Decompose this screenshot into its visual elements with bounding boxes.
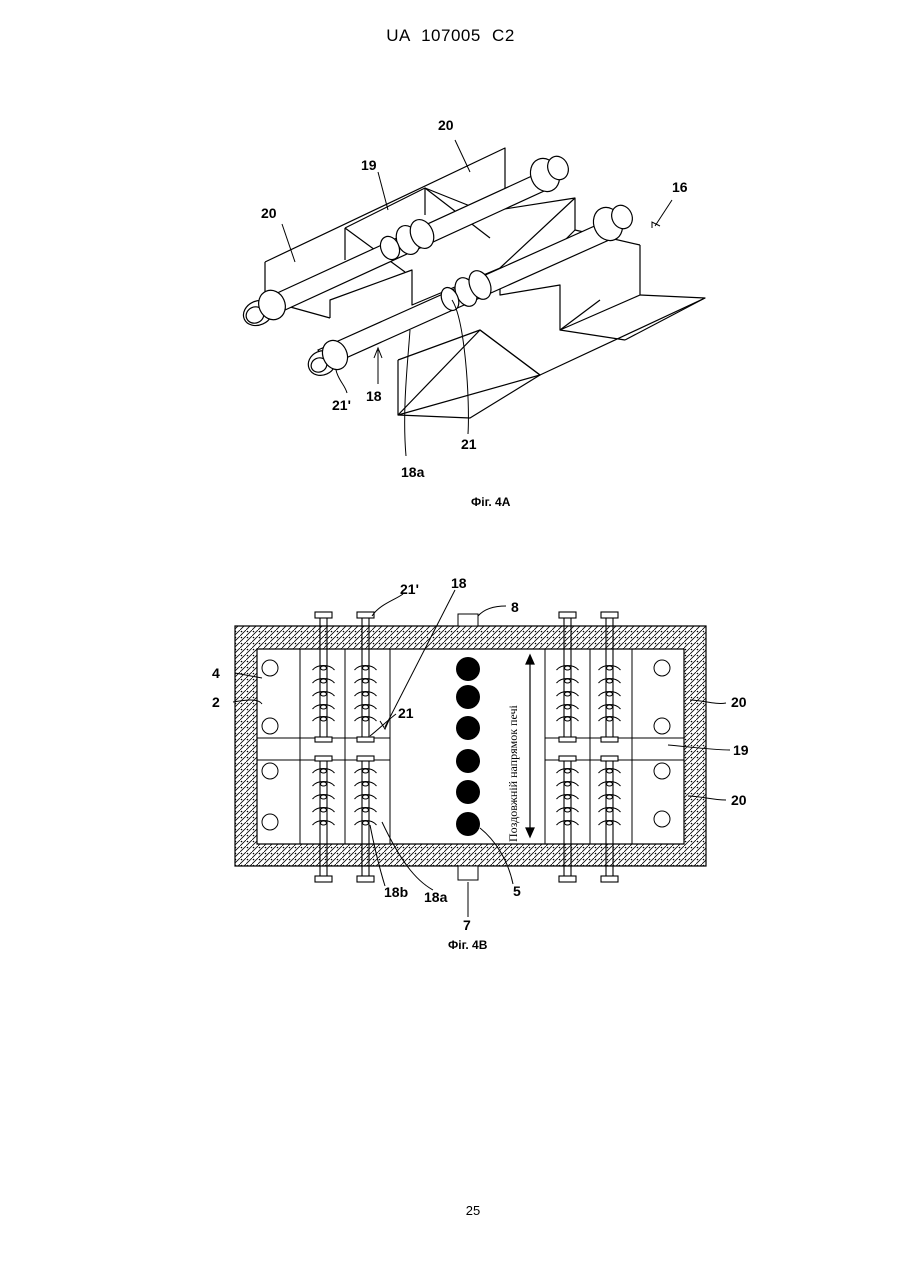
tube-fin-hub [321, 808, 327, 812]
tube-fin-hub [565, 795, 571, 799]
tube-fin-hub [607, 679, 613, 683]
tube-fin-hub [363, 692, 369, 696]
longitudinal-direction-text: Поздовжній напрямок печі [506, 704, 520, 842]
tube-fin-hub [607, 782, 613, 786]
label-21: 21 [398, 705, 414, 721]
label-7: 7 [463, 917, 471, 933]
tube-fin-hub [607, 795, 613, 799]
tube-fin-hub [321, 717, 327, 721]
heated-objects-5 [456, 657, 480, 836]
label-18: 18 [451, 575, 467, 591]
tube-fin-hub [363, 705, 369, 709]
tube-fin-hub [607, 769, 613, 773]
tube-fin-hub [321, 705, 327, 709]
tube-fin-hub [565, 692, 571, 696]
tube-fin-hub [321, 769, 327, 773]
label-20-upper: 20 [731, 694, 747, 710]
figure-4b-caption: Фіг. 4В [448, 938, 488, 952]
tube-fin-hub [565, 666, 571, 670]
tube-fin-hub [607, 808, 613, 812]
tube-fin-hub [321, 679, 327, 683]
page-number: 25 [0, 1203, 901, 1218]
label-8: 8 [511, 599, 519, 615]
tube-fin-hub [363, 821, 369, 825]
tube-fin-hub [363, 769, 369, 773]
tube-fin-hub [565, 705, 571, 709]
tube-fin-hub [363, 782, 369, 786]
tube-fin-hub [321, 782, 327, 786]
tube-fin-hub [607, 666, 613, 670]
radiant-tubes [315, 612, 618, 882]
tube-fin-hub [607, 717, 613, 721]
tube-fin-hub [363, 679, 369, 683]
tube-fin-hub [363, 795, 369, 799]
label-21-prime: 21' [400, 581, 419, 597]
tube-fin-hub [565, 808, 571, 812]
tube-fin-hub [363, 717, 369, 721]
tube-fin-hub [363, 666, 369, 670]
tube-fin-hub [607, 821, 613, 825]
tube-fin-hub [565, 769, 571, 773]
label-5: 5 [513, 883, 521, 899]
tube-fin-hub [607, 705, 613, 709]
tube-fin-hub [321, 821, 327, 825]
tube-fin-hub [565, 679, 571, 683]
tube-fin-hub [565, 782, 571, 786]
label-19: 19 [733, 742, 749, 758]
tube-fin-hub [321, 692, 327, 696]
tube-fin-hub [321, 666, 327, 670]
longitudinal-direction-arrow [526, 655, 534, 837]
label-18b: 18b [384, 884, 408, 900]
label-4: 4 [212, 665, 220, 681]
label-18a: 18a [424, 889, 448, 905]
tube-fin-hub [363, 808, 369, 812]
burner-8 [458, 614, 478, 626]
tube-fin-hub [607, 692, 613, 696]
tube-fin-hub [321, 795, 327, 799]
tube-fin-hub [565, 717, 571, 721]
label-20-lower: 20 [731, 792, 747, 808]
burner-7 [458, 866, 478, 880]
label-2: 2 [212, 694, 220, 710]
tube-fin-hub [565, 821, 571, 825]
